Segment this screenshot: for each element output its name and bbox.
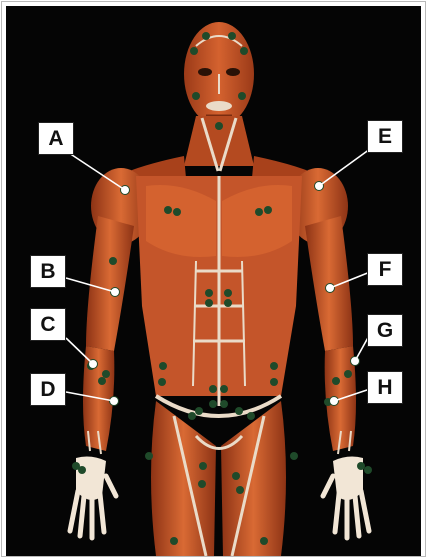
label-b: B: [30, 255, 66, 288]
label-d: D: [30, 373, 66, 406]
label-a: A: [38, 122, 74, 155]
label-c: C: [30, 308, 66, 341]
label-f: F: [367, 253, 403, 286]
label-g: G: [367, 314, 403, 347]
label-h: H: [367, 371, 403, 404]
label-e: E: [367, 120, 403, 153]
head: [184, 22, 254, 126]
muscle-anatomy-figure: [6, 6, 421, 556]
